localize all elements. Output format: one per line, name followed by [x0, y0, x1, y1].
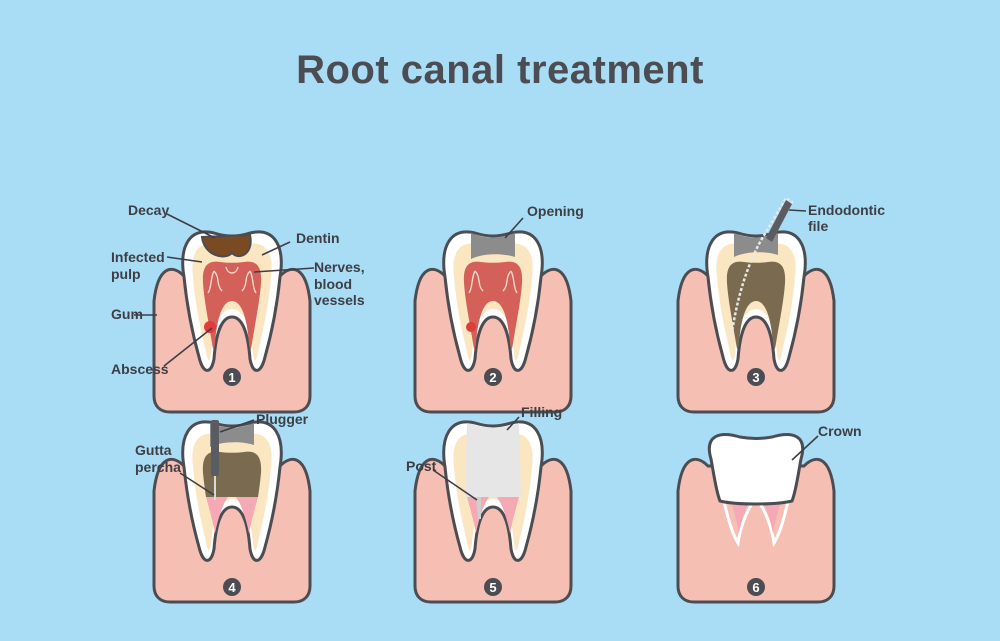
label-opening: Opening	[527, 203, 584, 219]
gutta-percha-shape	[206, 497, 258, 533]
leader-line	[261, 241, 291, 256]
label-nerves-3: vessels	[314, 292, 365, 308]
step-4: Plugger Gutta percha 4	[135, 411, 312, 604]
post-shape	[476, 497, 481, 519]
endodontic-file-tip	[729, 196, 794, 341]
leader-line	[163, 327, 213, 367]
label-gutta-percha-1: Gutta	[135, 442, 172, 458]
label-dentin: Dentin	[296, 230, 340, 246]
leader-line	[166, 256, 203, 263]
leader-line	[253, 267, 315, 273]
label-infected-pulp-2: pulp	[111, 266, 141, 282]
page-title: Root canal treatment	[296, 48, 704, 92]
leader-line	[432, 469, 478, 501]
root-outline	[721, 496, 791, 548]
step-number-badge	[484, 578, 502, 596]
opening-shape	[210, 423, 254, 447]
leader-line	[788, 209, 807, 212]
decay-shape	[200, 233, 252, 258]
label-crown: Crown	[818, 423, 862, 439]
label-decay: Decay	[128, 202, 169, 218]
step-6: Crown 6	[676, 423, 862, 604]
opening-shape	[471, 233, 515, 259]
label-endodontic-1: Endodontic	[808, 202, 885, 218]
step-2: Opening 2	[413, 203, 584, 414]
plugger-tool	[211, 420, 219, 476]
step-number-badge	[484, 368, 502, 386]
label-nerves-1: Nerves,	[314, 259, 365, 275]
label-nerves-2: blood	[314, 276, 352, 292]
abscess-shape	[466, 322, 476, 332]
nerves-shape	[468, 270, 518, 294]
leader-line	[504, 217, 524, 239]
label-filling: Filling	[521, 404, 562, 420]
crown-shape	[707, 433, 805, 506]
leader-line	[219, 419, 255, 433]
step-number-6: 6	[752, 580, 759, 595]
step-number-3: 3	[752, 370, 759, 385]
gutta-percha-shape	[730, 497, 782, 533]
opening-shape	[734, 233, 778, 257]
filling-shape	[465, 423, 521, 497]
step-number-2: 2	[489, 370, 496, 385]
leader-line	[179, 472, 215, 496]
leader-line	[791, 435, 819, 461]
abscess-shape	[204, 321, 216, 333]
step-number-badge	[223, 578, 241, 596]
label-endodontic-2: file	[808, 218, 828, 234]
step-5: Filling Post 5	[406, 404, 573, 604]
label-gutta-percha-2: percha	[135, 459, 181, 475]
step-number-badge	[223, 368, 241, 386]
step-number-5: 5	[489, 580, 496, 595]
label-abscess: Abscess	[111, 361, 169, 377]
leader-line	[166, 213, 216, 239]
label-plugger: Plugger	[256, 411, 309, 427]
leader-line	[506, 416, 520, 431]
endodontic-file-handle	[766, 200, 792, 242]
step-number-badge	[747, 368, 765, 386]
nerves-shape	[207, 266, 257, 294]
label-infected-pulp-1: Infected	[111, 249, 165, 265]
step-number-1: 1	[228, 370, 235, 385]
step-1: Decay Infected pulp Gum Abscess Dentin N…	[111, 202, 365, 414]
step-number-badge	[747, 578, 765, 596]
label-post: Post	[406, 458, 437, 474]
step-3: Endodontic file 3	[676, 196, 885, 414]
step-number-4: 4	[228, 580, 236, 595]
label-gum: Gum	[111, 306, 143, 322]
